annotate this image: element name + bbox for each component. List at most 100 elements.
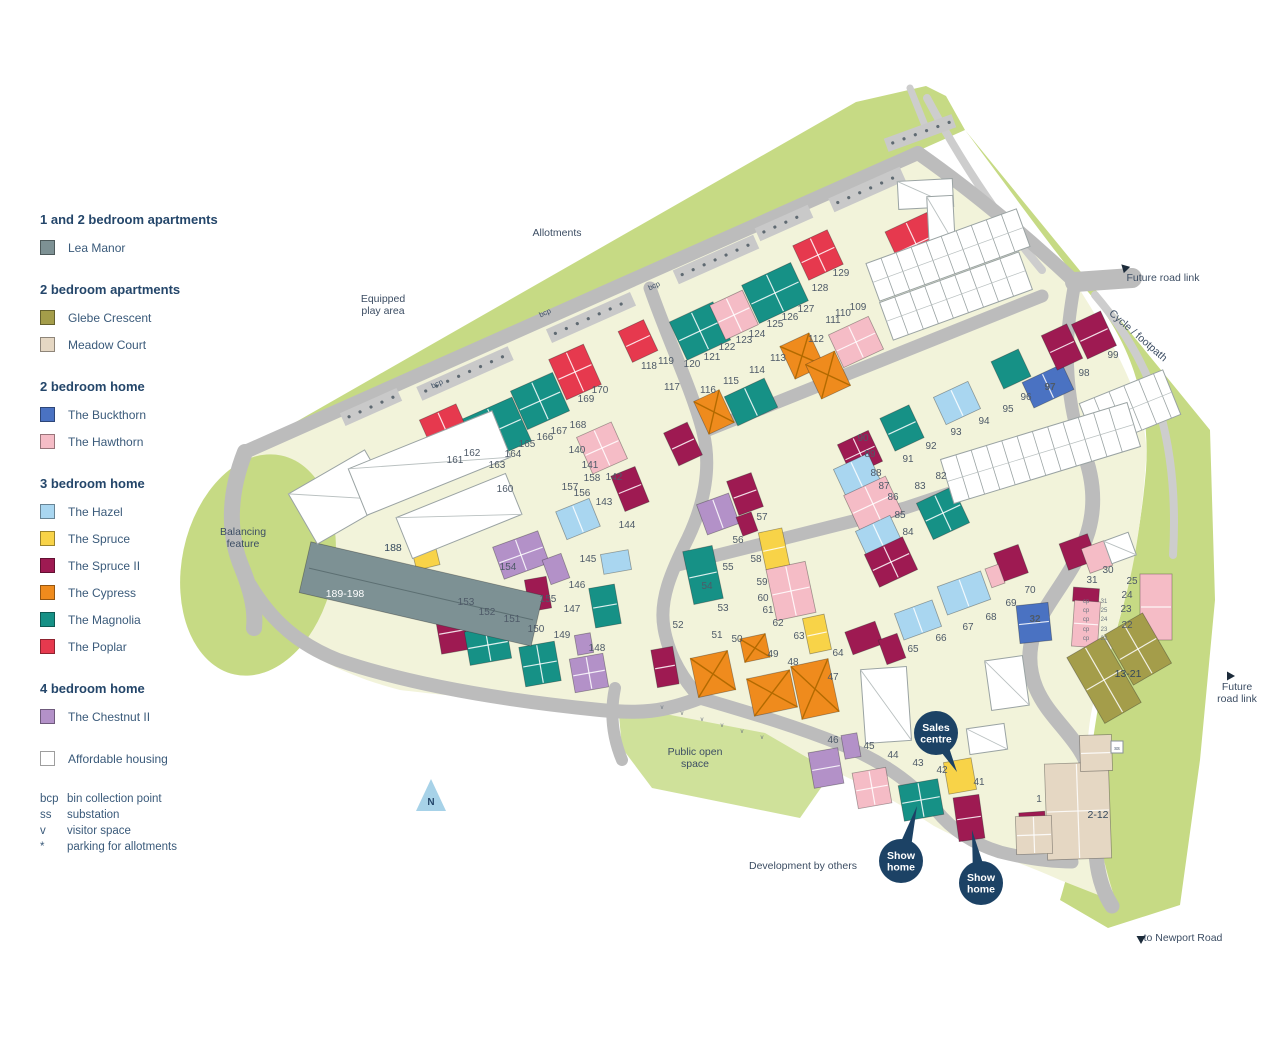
house-chestnut_ii[interactable] bbox=[573, 632, 595, 656]
parking-strip bbox=[545, 291, 637, 344]
house-spruce[interactable] bbox=[942, 757, 978, 795]
house-chestnut_ii[interactable] bbox=[568, 652, 610, 694]
house-poplar[interactable] bbox=[792, 229, 844, 281]
plot-number: 97 bbox=[1044, 382, 1056, 393]
svg-text:centre: centre bbox=[920, 734, 952, 746]
house-hazel[interactable] bbox=[600, 549, 632, 575]
house-poplar[interactable] bbox=[548, 343, 602, 401]
house-meadow_court[interactable] bbox=[1078, 734, 1114, 772]
house-spruce[interactable] bbox=[802, 613, 832, 655]
house-cypress[interactable] bbox=[804, 350, 852, 400]
house-hazel[interactable] bbox=[555, 497, 601, 541]
plot-number: 170 bbox=[592, 385, 609, 396]
house-hazel[interactable] bbox=[936, 570, 992, 616]
house-buckthorn[interactable] bbox=[1015, 601, 1053, 645]
house-affordable[interactable] bbox=[347, 410, 512, 516]
abbreviation-label: substation bbox=[67, 809, 120, 821]
house-chestnut_ii[interactable] bbox=[807, 747, 845, 789]
house-magnolia[interactable] bbox=[588, 583, 622, 629]
house-glebe_crescent[interactable] bbox=[1066, 636, 1142, 724]
house-cypress[interactable] bbox=[746, 669, 798, 717]
plot-number: 129 bbox=[833, 268, 850, 279]
house-hawthorn[interactable] bbox=[827, 315, 885, 369]
house-spruce_ii[interactable] bbox=[844, 620, 884, 656]
house-spruce_ii[interactable] bbox=[650, 645, 680, 689]
house-spruce_ii[interactable] bbox=[610, 465, 650, 513]
house-spruce_ii[interactable] bbox=[726, 472, 764, 516]
house-spruce_ii[interactable] bbox=[863, 536, 919, 588]
house-magnolia[interactable] bbox=[509, 371, 571, 431]
house-buckthorn[interactable] bbox=[1021, 363, 1075, 409]
house-magnolia[interactable] bbox=[741, 262, 809, 324]
house-aff_row[interactable] bbox=[939, 401, 1142, 505]
house-poplar[interactable] bbox=[617, 319, 659, 363]
house-hazel[interactable] bbox=[932, 380, 982, 426]
legend-swatch-icon bbox=[40, 709, 55, 724]
house-affordable[interactable] bbox=[965, 722, 1009, 756]
houses-layer bbox=[287, 178, 1182, 861]
house-spruce_ii[interactable] bbox=[1070, 310, 1118, 360]
plot-number: 141 bbox=[582, 460, 599, 471]
house-hawthorn[interactable] bbox=[709, 289, 759, 341]
house-cypress[interactable] bbox=[693, 389, 735, 435]
house-spruce_ii[interactable] bbox=[1040, 323, 1084, 371]
legend-item: Lea Manor bbox=[40, 240, 255, 255]
house-spruce_ii[interactable] bbox=[877, 632, 907, 666]
tiny-parking-label: v bbox=[661, 705, 664, 711]
legend-item-label: The Chestnut II bbox=[68, 709, 151, 724]
house-glebe_crescent[interactable] bbox=[1103, 612, 1173, 686]
house-magnolia[interactable] bbox=[518, 640, 562, 688]
house-affordable[interactable] bbox=[859, 665, 913, 745]
house-hawthorn[interactable] bbox=[851, 766, 893, 810]
house-spruce_ii[interactable] bbox=[663, 421, 703, 467]
house-meadow_court[interactable] bbox=[1043, 761, 1113, 861]
house-magnolia[interactable] bbox=[723, 377, 779, 427]
house-spruce_ii[interactable] bbox=[952, 793, 986, 843]
house-hawthorn[interactable] bbox=[765, 560, 817, 622]
house-cypress[interactable] bbox=[689, 650, 737, 698]
tiny-parking-label: v bbox=[681, 711, 684, 717]
house-magnolia[interactable] bbox=[682, 544, 724, 606]
house-magnolia[interactable] bbox=[897, 778, 945, 822]
house-affordable[interactable] bbox=[984, 655, 1030, 711]
house-chestnut_ii[interactable] bbox=[840, 732, 862, 760]
legend-item-label: The Buckthorn bbox=[68, 407, 147, 422]
road-top bbox=[238, 146, 925, 459]
house-chestnut_ii[interactable] bbox=[492, 530, 550, 580]
plot-number: 64 bbox=[832, 648, 844, 659]
house-hawthorn[interactable] bbox=[984, 563, 1006, 589]
plot-number: 70 bbox=[1024, 585, 1036, 596]
house-affordable[interactable] bbox=[1103, 531, 1137, 565]
house-affordable[interactable] bbox=[395, 472, 523, 560]
plot-number: 154 bbox=[500, 562, 517, 573]
allotments-green-band bbox=[238, 86, 965, 455]
house-cypress[interactable] bbox=[739, 633, 771, 663]
house-magnolia[interactable] bbox=[879, 404, 925, 452]
house-hawthorn[interactable] bbox=[575, 421, 629, 475]
abbreviation-key: v bbox=[40, 825, 46, 837]
ss-marker: ss bbox=[1114, 746, 1120, 752]
plot-number: 148 bbox=[589, 643, 606, 654]
legend-item-label: The Cypress bbox=[68, 585, 137, 600]
house-lea_manor[interactable] bbox=[298, 541, 544, 647]
house-aff_row[interactable] bbox=[865, 208, 1031, 302]
house-chestnut_ii[interactable] bbox=[541, 552, 571, 586]
plot-number: 143 bbox=[596, 497, 613, 508]
plot-number: 119 bbox=[658, 356, 674, 367]
house-chestnut_ii[interactable] bbox=[696, 492, 740, 536]
parking-strip bbox=[672, 234, 760, 285]
plot-number: 47 bbox=[827, 672, 839, 683]
house-meadow_court[interactable] bbox=[1014, 814, 1054, 856]
house-cypress[interactable] bbox=[790, 658, 840, 720]
house-spruce_ii[interactable] bbox=[735, 511, 759, 537]
plot-number: 163 bbox=[489, 460, 506, 471]
house-hazel[interactable] bbox=[893, 599, 943, 641]
house-aff_row[interactable] bbox=[878, 251, 1034, 341]
plot-number: 152 bbox=[479, 607, 496, 618]
plot-number: 92 bbox=[925, 441, 937, 452]
house-magnolia[interactable] bbox=[990, 348, 1032, 390]
house-hawthorn[interactable] bbox=[1071, 599, 1101, 649]
